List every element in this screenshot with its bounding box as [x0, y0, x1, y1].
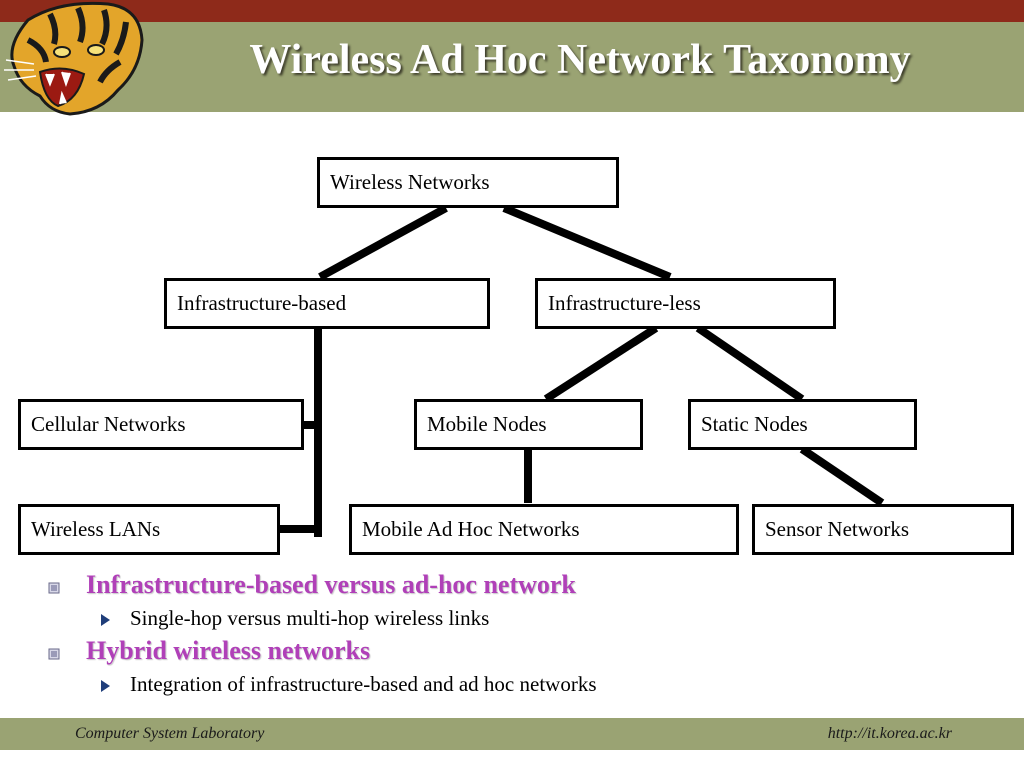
node-static-nodes: Static Nodes	[688, 399, 917, 450]
node-wireless-networks: Wireless Networks	[317, 157, 619, 208]
header-top-bar	[0, 0, 1024, 22]
node-infrastructure-based: Infrastructure-based	[164, 278, 490, 329]
node-wireless-lans: Wireless LANs	[18, 504, 280, 555]
footer-url: http://it.korea.ac.kr	[827, 725, 952, 742]
page-title: Wireless Ad Hoc Network Taxonomy	[249, 37, 911, 83]
footer-lab-name: Computer System Laboratory	[75, 725, 265, 742]
bullet-hybrid-wireless-networks: Hybrid wireless networks	[86, 636, 371, 665]
sub-bullet-integration: Integration of infrastructure-based and …	[130, 672, 597, 696]
node-cellular-networks: Cellular Networks	[18, 399, 304, 450]
tiger-logo-icon	[4, 1, 144, 116]
connector-static-sensor	[799, 445, 885, 507]
connector-root-infra-based	[318, 204, 448, 281]
triangle-bullet-icon	[101, 680, 110, 692]
footer-band	[0, 718, 1024, 750]
node-mobile-ad-hoc-networks: Mobile Ad Hoc Networks	[349, 504, 739, 555]
triangle-bullet-icon	[101, 614, 110, 626]
bullet-infrastructure-vs-adhoc: Infrastructure-based versus ad-hoc netwo…	[86, 570, 576, 599]
square-bullet-icon	[48, 648, 60, 660]
node-sensor-networks: Sensor Networks	[752, 504, 1014, 555]
connector-infra-less-static	[695, 324, 805, 403]
connector-root-infra-less	[502, 204, 672, 281]
square-bullet-icon	[48, 582, 60, 594]
connector-infra-less-mobile	[543, 324, 659, 403]
node-infrastructure-less: Infrastructure-less	[535, 278, 836, 329]
sub-bullet-single-vs-multi-hop: Single-hop versus multi-hop wireless lin…	[130, 606, 490, 630]
header-band	[0, 22, 1024, 112]
node-mobile-nodes: Mobile Nodes	[414, 399, 643, 450]
